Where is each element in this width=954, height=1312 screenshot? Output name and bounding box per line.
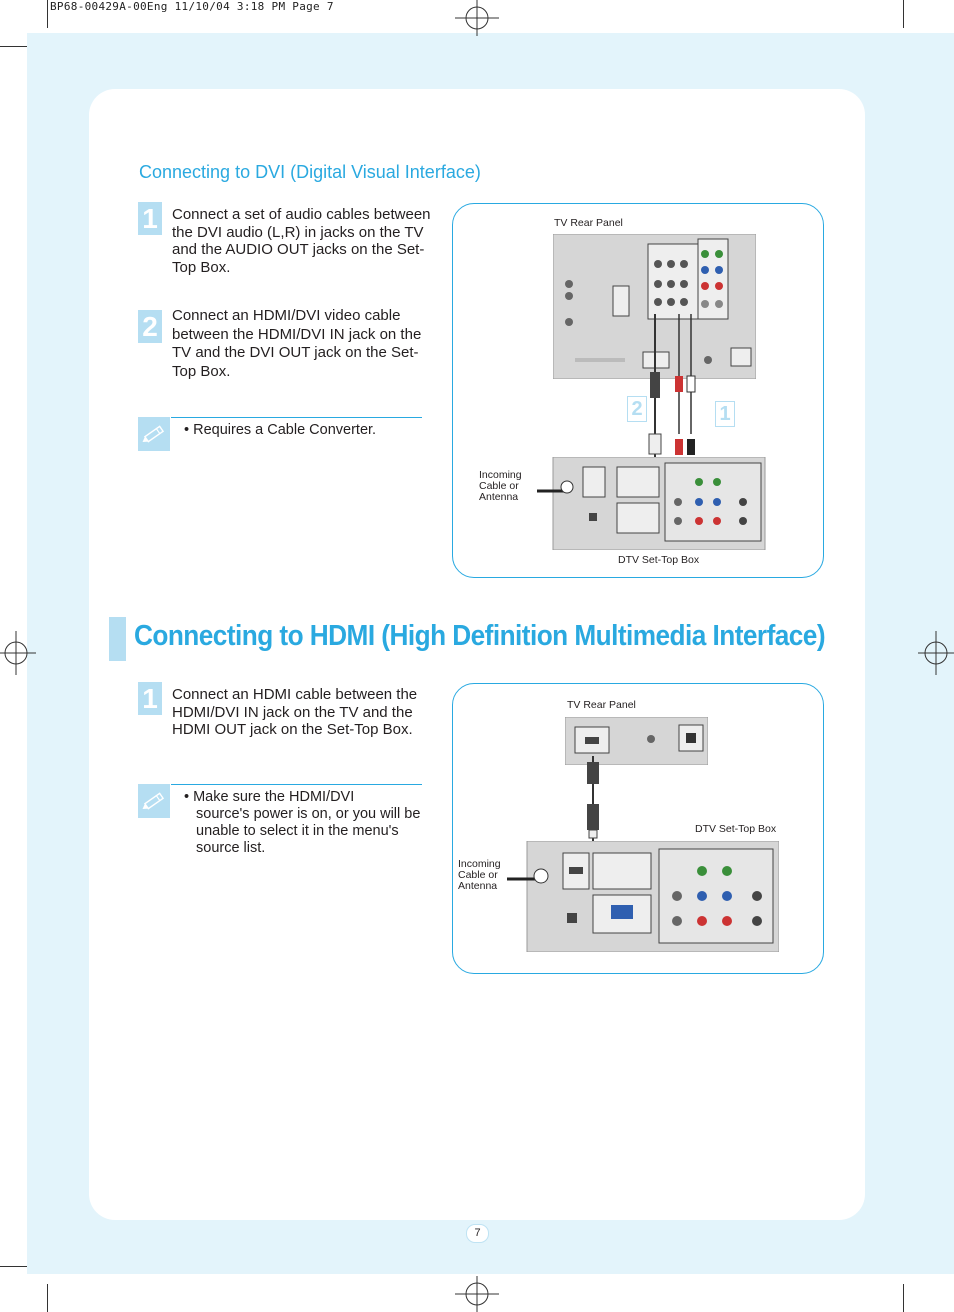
dvi-note-text: • Requires a Cable Converter. [184,422,377,438]
dtv-set-top-box-illustration [507,841,779,952]
pencil-note-icon [138,417,170,451]
registration-mark-icon [918,631,954,675]
pencil-note-icon [138,784,170,818]
dvi-connection-diagram: TV Rear Panel 2 1 Incoming Cable or Ante… [452,203,824,578]
dvi-audio-cables-illustration [648,314,696,464]
dtv-set-top-box-label: DTV Set-Top Box [695,823,777,835]
tv-rear-panel-illustration [565,717,708,765]
dtv-set-top-box-label: DTV Set-Top Box [618,554,700,566]
incoming-cable-label: Incoming Cable or Antenna [479,469,522,503]
registration-mark-icon [455,1276,499,1312]
hdmi-note-text: • Make sure the HDMI/DVI source's power … [184,789,424,857]
registration-mark-icon [455,0,499,36]
hdmi-cable-illustration [587,756,599,842]
tv-rear-panel-label: TV Rear Panel [554,217,623,229]
hdmi-note-rest: source's power is on, or you will be una… [196,806,421,856]
step-number-badge: 2 [138,310,162,343]
hdmi-section-heading: Connecting to HDMI (High Definition Mult… [134,620,826,652]
print-slug: BP68-00429A-00Eng 11/10/04 3:18 PM Page … [50,0,334,13]
dvi-step-1-text: Connect a set of audio cables between th… [172,206,431,276]
crop-mark [903,0,904,28]
dvi-section-heading: Connecting to DVI (Digital Visual Interf… [139,162,481,182]
section-heading-bar [109,617,126,661]
callout-2-badge: 2 [627,396,647,422]
hdmi-note-line-1: • Make sure the HDMI/DVI [184,789,355,805]
incoming-cable-label: Incoming Cable or Antenna [458,858,501,892]
note-divider [171,784,422,785]
crop-mark [0,1266,30,1267]
note-divider [171,417,422,418]
hdmi-step-1-text: Connect an HDMI cable between the HDMI/D… [172,686,418,738]
crop-mark [47,1284,48,1312]
registration-mark-icon [0,631,36,675]
tv-rear-panel-label: TV Rear Panel [567,699,636,711]
page-number: 7 [466,1224,489,1243]
crop-mark [47,0,48,28]
hdmi-connection-diagram: TV Rear Panel DTV Set-Top Box Incoming C… [452,683,824,974]
dvi-step-2-text: Connect an HDMI/DVI video cable between … [172,307,422,380]
callout-1-badge: 1 [715,401,735,427]
step-number-badge: 1 [138,202,162,235]
step-number-badge: 1 [138,682,162,715]
dtv-set-top-box-illustration [537,457,766,550]
crop-mark [0,46,30,47]
crop-mark [903,1284,904,1312]
